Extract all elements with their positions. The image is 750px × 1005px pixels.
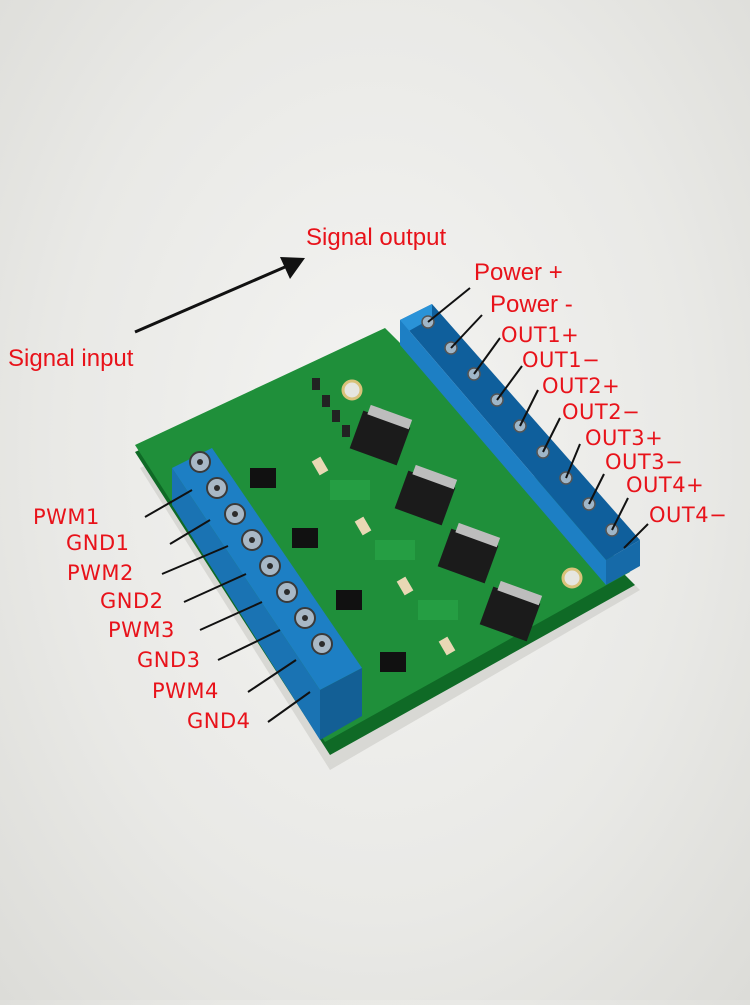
mosfet-channel-3 xyxy=(336,522,501,610)
pwm2-label: PWM2 xyxy=(67,561,134,585)
output-leader-lines xyxy=(427,287,649,549)
power-minus-label: Power - xyxy=(490,291,573,318)
pcb-board xyxy=(135,328,630,742)
mounting-hole xyxy=(341,379,363,401)
out3-plus-label: OUT3+ xyxy=(585,426,664,450)
out4-minus-label: OUT4− xyxy=(649,503,728,527)
pwm4-label: PWM4 xyxy=(152,679,219,703)
mosfet-channel-1 xyxy=(250,404,413,488)
mosfet-channel-4 xyxy=(380,580,543,672)
power-plus-label: Power + xyxy=(474,259,563,286)
mosfet-channel-2 xyxy=(292,464,458,548)
gnd4-label: GND4 xyxy=(187,709,251,733)
small-components xyxy=(311,456,456,656)
pcb-pads xyxy=(330,480,458,620)
out1-minus-label: OUT1− xyxy=(522,348,601,372)
gnd2-label: GND2 xyxy=(100,589,164,613)
gnd3-label: GND3 xyxy=(137,648,201,672)
signal-input-label: Signal input xyxy=(8,345,134,372)
signal-direction-arrow xyxy=(134,257,305,334)
signal-output-label: Signal output xyxy=(306,224,447,251)
out4-plus-label: OUT4+ xyxy=(626,473,705,497)
out2-minus-label: OUT2− xyxy=(562,400,641,424)
input-leader-lines xyxy=(144,489,311,723)
mounting-hole xyxy=(561,567,583,589)
out2-plus-label: OUT2+ xyxy=(542,374,621,398)
input-terminal-block xyxy=(172,448,362,740)
out3-minus-label: OUT3− xyxy=(605,450,684,474)
gnd1-label: GND1 xyxy=(66,531,130,555)
transistors xyxy=(312,378,350,437)
pwm3-label: PWM3 xyxy=(108,618,175,642)
pwm1-label: PWM1 xyxy=(33,505,100,529)
out1-plus-label: OUT1+ xyxy=(501,323,580,347)
